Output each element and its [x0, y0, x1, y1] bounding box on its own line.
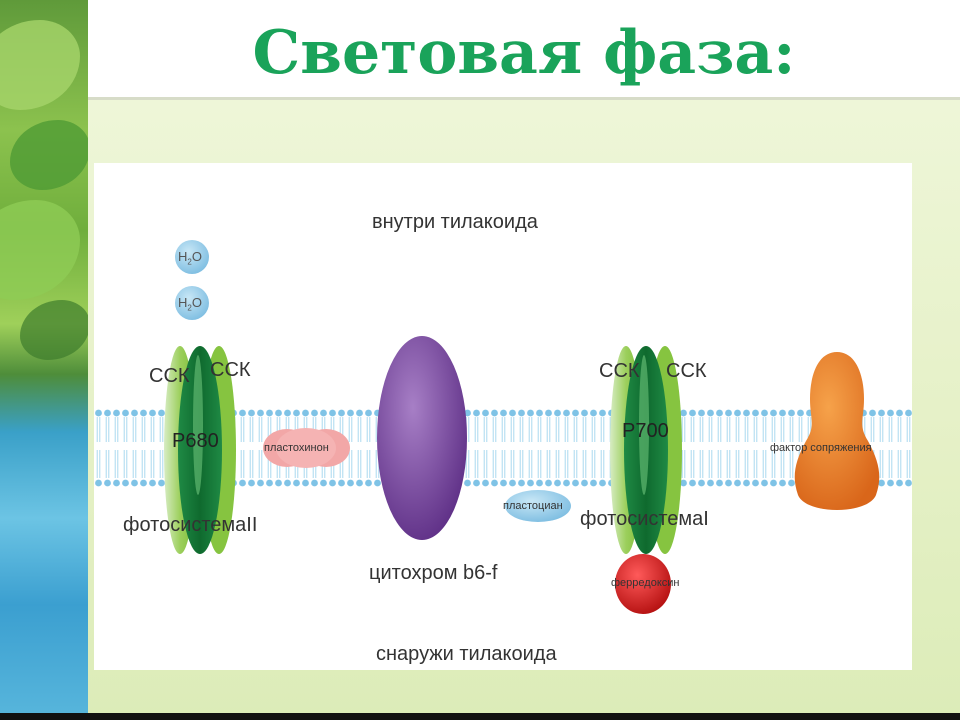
plastoquinone-center: [276, 428, 336, 468]
water-label-1: H2O: [178, 249, 202, 267]
light-phase-diagram: внутри тилакоида снаружи тилакоида H2O H…: [94, 163, 912, 670]
photosystem1-label: фотосистемаI: [580, 508, 709, 530]
cytochrome-b6f: [377, 336, 467, 540]
title-divider: [88, 97, 960, 100]
ps1-ssk-left-label: ССК: [599, 360, 640, 382]
water-molecule-1: [175, 240, 209, 274]
ferredoxin: [615, 554, 671, 614]
plastocyanin: [505, 490, 571, 522]
leaf-decor: [0, 200, 80, 300]
cytochrome-label: цитохром b6-f: [369, 562, 498, 584]
leaf-decor: [0, 20, 80, 110]
outside-thylakoid-label: снаружи тилакоида: [376, 643, 557, 665]
leaf-decor: [10, 120, 90, 190]
slide-title: Световая фаза:: [252, 18, 796, 88]
ps2-ssk-left-label: ССК: [149, 365, 190, 387]
coupling-factor-label: фактор сопряжения: [770, 442, 872, 454]
title-bar: Световая фаза:: [88, 0, 960, 97]
photosystem2-highlight: [193, 355, 203, 495]
photosystem2-label: фотосистемаII: [123, 514, 258, 536]
leaf-decor: [20, 300, 90, 360]
left-decor-strip: [0, 0, 90, 720]
water-molecule-2: [175, 286, 209, 320]
inside-thylakoid-label: внутри тилакоида: [372, 211, 538, 233]
coupling-factor: [794, 352, 880, 510]
ps1-ssk-right-label: ССК: [666, 360, 707, 382]
p700-label: Р700: [622, 420, 669, 442]
bottom-bar: [0, 713, 960, 720]
ferredoxin-label: ферредоксин: [611, 577, 680, 589]
p680-label: Р680: [172, 430, 219, 452]
diagram-graphics: [94, 240, 912, 614]
plastocyanin-label: пластоциан: [503, 500, 563, 512]
water-label-2: H2O: [178, 295, 202, 313]
ps2-ssk-right-label: ССК: [210, 359, 251, 381]
plastoquinone-label: пластохинон: [264, 442, 329, 454]
photosystem1-highlight: [639, 355, 649, 495]
